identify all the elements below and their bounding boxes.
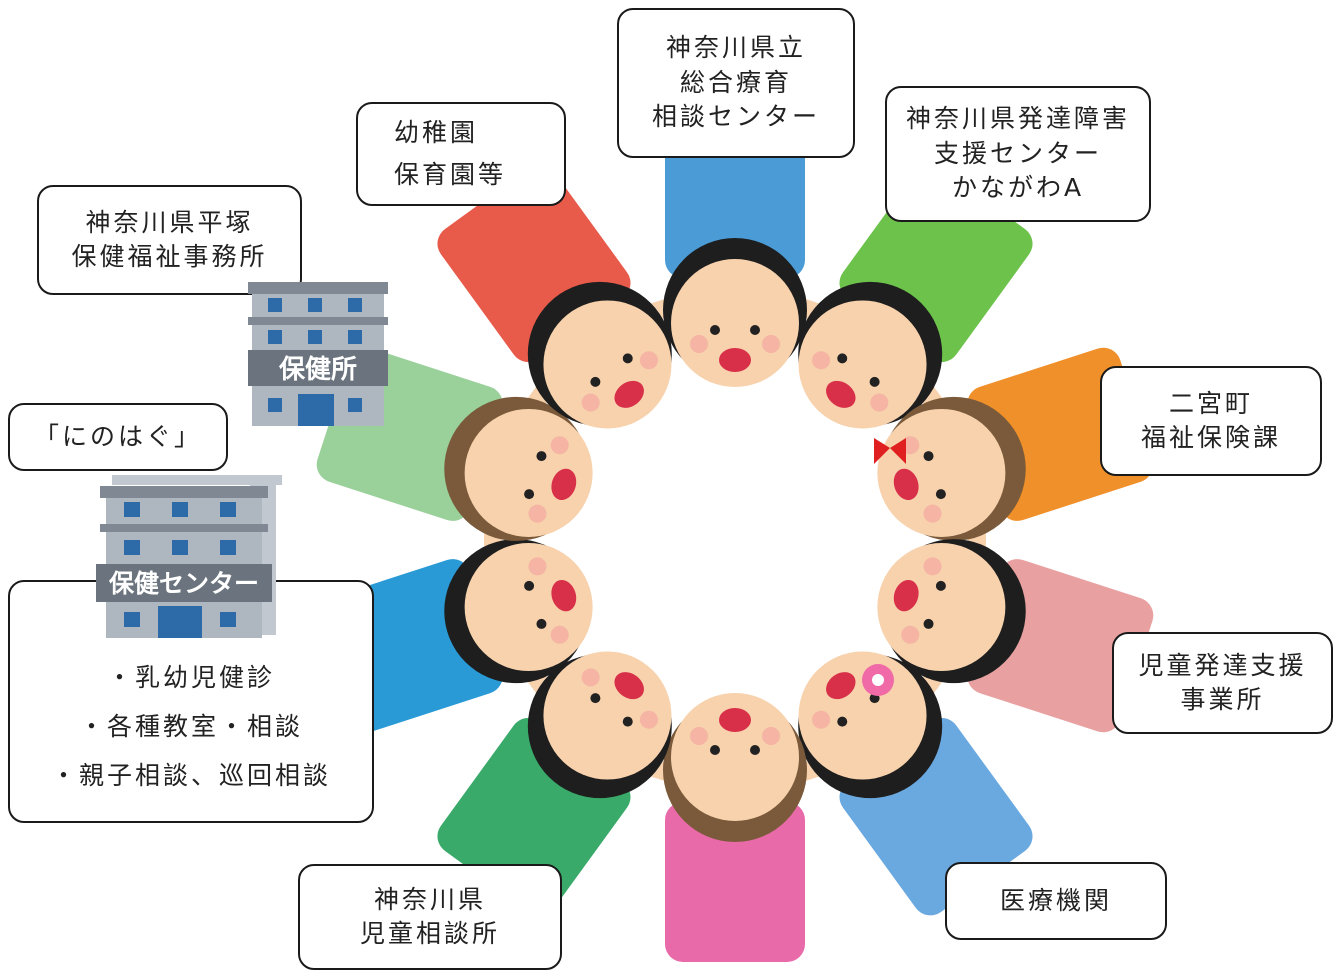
cheek	[550, 436, 569, 455]
mouth	[719, 708, 751, 732]
cheek	[528, 557, 547, 576]
node-medical: 医療機関	[945, 862, 1167, 940]
eye	[524, 580, 535, 591]
cheek	[550, 625, 569, 644]
eye	[837, 353, 848, 364]
node-line: 事業所	[1180, 685, 1265, 714]
node-line: 神奈川県平塚	[85, 207, 254, 237]
mouth	[826, 672, 856, 700]
eye	[710, 745, 720, 755]
node-hattatsu-support-center: 神奈川県発達障害 支援センター かながわA	[885, 86, 1151, 222]
node-line: 保健福祉事務所	[71, 242, 268, 271]
eye	[750, 745, 760, 755]
node-line: 総合療育	[679, 67, 792, 97]
service-item: ・乳幼児健診	[106, 663, 275, 692]
mouth	[893, 579, 919, 612]
eye	[524, 489, 535, 500]
eye	[536, 618, 547, 629]
node-health-center-services: ・乳幼児健診 ・各種教室・相談 ・親子相談、巡回相談	[8, 580, 374, 823]
red-bow	[874, 438, 906, 464]
node-line: 「にのはぐ」	[33, 421, 202, 451]
eye	[923, 451, 934, 462]
node-kindergarten: 幼稚園 保育園等	[356, 102, 566, 206]
cheek	[923, 557, 942, 576]
node-line: 児童相談所	[359, 919, 500, 948]
eye	[536, 451, 547, 462]
mouth	[893, 468, 919, 501]
cheek	[870, 393, 889, 412]
mouth	[551, 468, 577, 501]
mouth	[551, 579, 577, 612]
eye	[935, 580, 946, 591]
node-line: かながわA	[951, 173, 1085, 203]
flower-center	[872, 674, 884, 686]
cheek	[690, 727, 708, 745]
cheek	[690, 335, 708, 353]
cheek	[639, 351, 658, 370]
eye	[837, 716, 848, 727]
mouth	[826, 380, 856, 408]
eye	[869, 376, 880, 387]
node-hiratsuka-office: 神奈川県平塚 保健福祉事務所	[37, 185, 302, 295]
face	[671, 693, 799, 821]
cheek	[762, 727, 780, 745]
mouth	[614, 380, 644, 408]
node-line: 福祉保険課	[1140, 423, 1281, 452]
node-ninohagu: 「にのはぐ」	[8, 403, 228, 471]
eye	[590, 693, 601, 704]
service-item: ・親子相談、巡回相談	[50, 760, 331, 790]
node-line: 児童発達支援	[1138, 650, 1307, 680]
cheek	[901, 625, 920, 644]
shirt	[665, 118, 805, 278]
node-line: 神奈川県立	[665, 33, 806, 63]
node-line: 神奈川県	[373, 884, 486, 914]
child-figure	[437, 164, 672, 429]
node-child-guidance: 神奈川県 児童相談所	[298, 864, 562, 970]
cheek	[812, 351, 831, 370]
cheek	[639, 710, 658, 729]
shirt	[665, 802, 805, 962]
cheek	[812, 710, 831, 729]
node-ryoiku-center: 神奈川県立 総合療育 相談センター	[617, 8, 855, 158]
node-line: 支援センター	[933, 138, 1102, 168]
eye	[622, 353, 633, 364]
mouth	[719, 348, 751, 372]
face	[671, 259, 799, 387]
eye	[710, 325, 720, 335]
service-item: ・各種教室・相談	[78, 711, 303, 741]
eye	[935, 489, 946, 500]
eye	[923, 618, 934, 629]
node-ninomiya-welfare: 二宮町 福祉保険課	[1100, 366, 1322, 476]
node-line: 幼稚園	[394, 117, 479, 147]
node-line: 二宮町	[1168, 388, 1253, 418]
eye	[622, 716, 633, 727]
node-child-dev-support: 児童発達支援 事業所	[1112, 632, 1333, 734]
cheek	[581, 668, 600, 687]
child-figure	[663, 118, 807, 387]
cheek	[923, 504, 942, 523]
cheek	[581, 393, 600, 412]
eye	[750, 325, 760, 335]
node-line: 相談センター	[651, 102, 820, 132]
child-figure	[663, 693, 807, 962]
eye	[590, 376, 601, 387]
node-line: 医療機関	[999, 885, 1112, 915]
mouth	[614, 672, 644, 700]
child-figure	[877, 539, 1154, 733]
cheek	[528, 504, 547, 523]
node-line: 保育園等	[394, 160, 507, 189]
node-line: 神奈川県発達障害	[905, 104, 1130, 134]
cheek	[762, 335, 780, 353]
